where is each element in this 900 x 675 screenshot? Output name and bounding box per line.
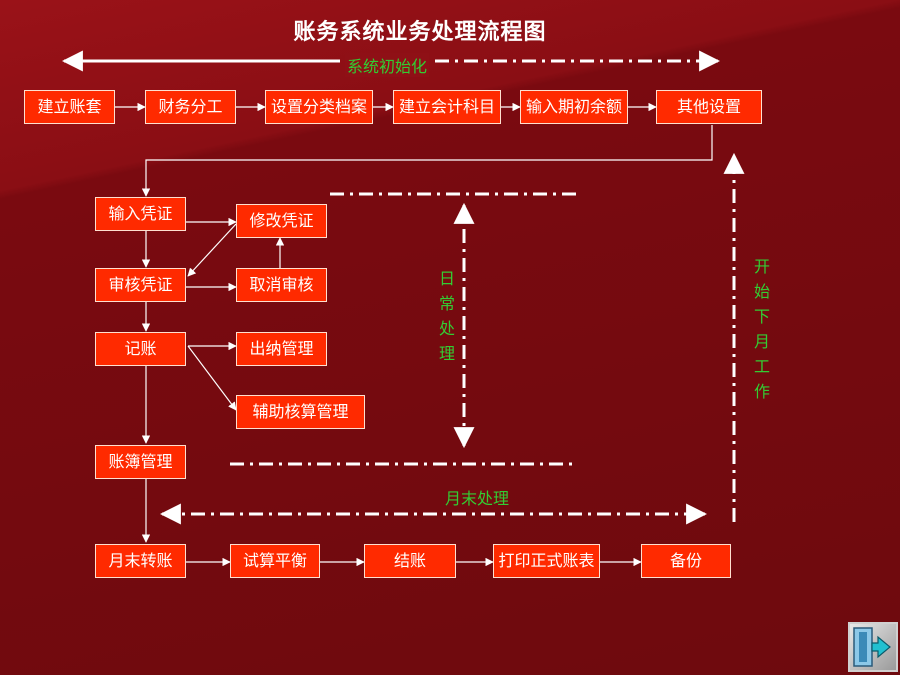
step-month-end-transfer: 月末转账 [95,544,186,578]
step-cashier-management: 出纳管理 [236,332,327,366]
step-input-voucher: 输入凭证 [95,197,186,231]
step-opening-balance: 输入期初余额 [520,90,628,124]
step-trial-balance: 试算平衡 [230,544,320,578]
step-other-settings: 其他设置 [656,90,762,124]
step-accounting-subjects: 建立会计科目 [393,90,501,124]
exit-button[interactable] [848,622,898,672]
step-posting: 记账 [95,332,186,366]
step-print-reports: 打印正式账表 [493,544,600,578]
daily-processing-label: 日 常 处 理 [438,269,455,363]
exit-door-icon [853,627,891,667]
page-title: 账务系统业务处理流程图 [293,19,547,45]
step-cancel-review: 取消审核 [236,268,327,302]
step-aux-accounting: 辅助核算管理 [236,395,365,429]
step-ledger-management: 账簿管理 [95,445,186,479]
step-review-voucher: 审核凭证 [95,268,186,302]
next-month-label: 开 始 下 月 工 作 [753,257,770,401]
system-init-label: 系统初始化 [345,53,430,77]
step-create-account-set: 建立账套 [24,90,115,124]
step-category-archives: 设置分类档案 [265,90,373,124]
month-end-label: 月末处理 [445,489,510,508]
step-finance-division: 财务分工 [145,90,236,124]
step-close-books: 结账 [364,544,456,578]
step-modify-voucher: 修改凭证 [236,204,327,238]
step-backup: 备份 [641,544,731,578]
